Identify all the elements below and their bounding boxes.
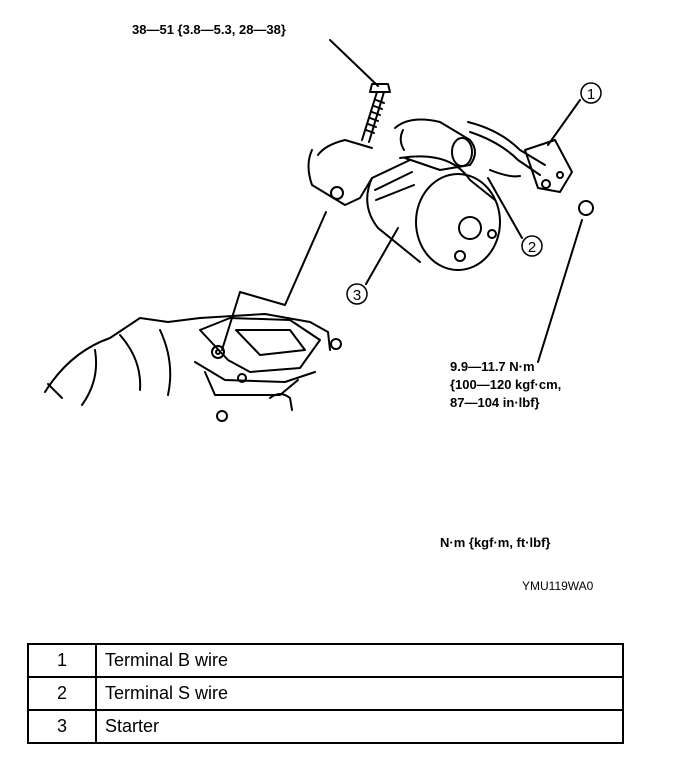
legend-label: Terminal S wire: [95, 676, 624, 711]
callout-1: 1: [580, 82, 602, 104]
transmission-housing: [44, 313, 342, 422]
callout-1-leader: [547, 99, 581, 146]
legend-label: Terminal B wire: [95, 643, 624, 678]
starter-removal-diagram: 1 2 3: [44, 39, 602, 422]
legend-number: 1: [27, 643, 97, 678]
legend-row: 1 Terminal B wire: [27, 643, 624, 678]
callout-1-number: 1: [587, 86, 595, 103]
legend-number: 3: [27, 709, 97, 744]
callout-3-leader: [365, 227, 399, 285]
bolt-hole-leader: [221, 211, 327, 351]
callout-2-number: 2: [528, 239, 536, 256]
starter-motor: [307, 118, 501, 271]
legend-label: Starter: [95, 709, 624, 744]
legend-table: 1 Terminal B wire 2 Terminal S wire 3 St…: [27, 643, 624, 744]
legend-row: 2 Terminal S wire: [27, 676, 624, 711]
callout-2-leader: [487, 177, 523, 239]
nut-torque-leader: [537, 219, 583, 363]
nut-torque-line-2: {100—120 kgf·cm,: [450, 377, 562, 392]
callout-3: 3: [346, 283, 368, 305]
bolt-torque-leader: [329, 39, 379, 87]
nut-torque-line-3: 87—104 in·lbf}: [450, 395, 540, 410]
callout-3-number: 3: [353, 287, 361, 304]
mounting-bolt: [361, 83, 391, 143]
legend-row: 3 Starter: [27, 709, 624, 744]
callout-2: 2: [521, 235, 543, 257]
nut-torque-line-1: 9.9—11.7 N·m: [450, 359, 535, 374]
figure-code: YMU119WA0: [522, 579, 594, 593]
bolt-torque-label: 38—51 {3.8—5.3, 28—38}: [132, 22, 286, 37]
terminal-nut: [578, 200, 594, 216]
units-label: N·m {kgf·m, ft·lbf}: [440, 535, 551, 550]
legend-number: 2: [27, 676, 97, 711]
